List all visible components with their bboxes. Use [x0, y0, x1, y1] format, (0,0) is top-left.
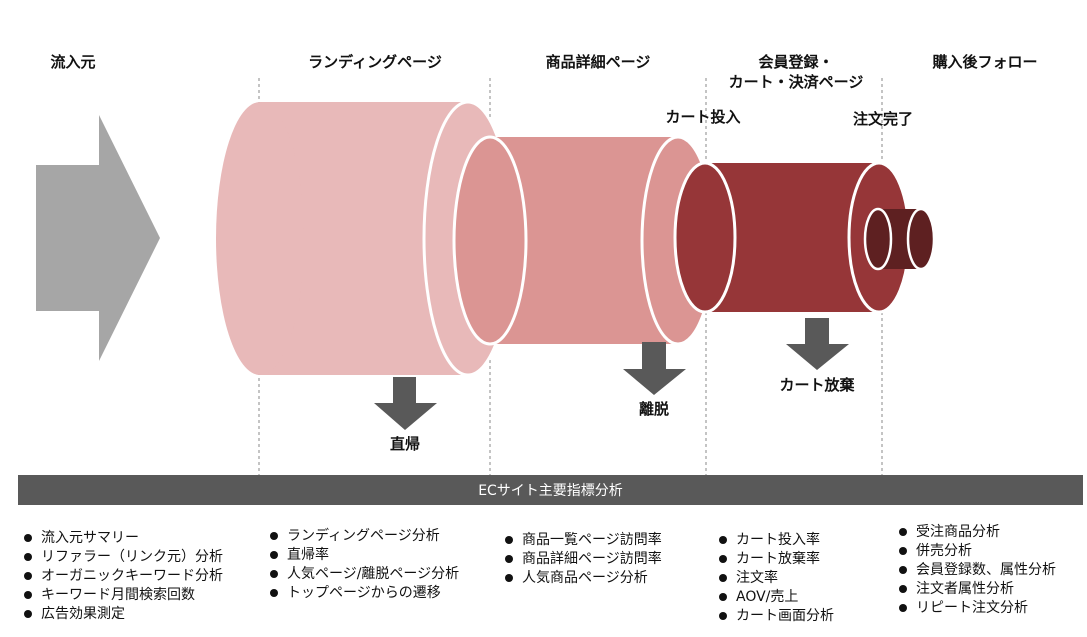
list-item: 会員登録数、属性分析 [897, 561, 1056, 580]
list-item: 流入元サマリー [22, 529, 223, 548]
list-item: 注文率 [717, 569, 834, 588]
list-item: 人気商品ページ分析 [503, 569, 662, 588]
inflow-arrow [36, 115, 160, 361]
list-item: トップページからの遷移 [268, 584, 459, 603]
header-product: 商品詳細ページ [545, 53, 651, 71]
list-item: 商品詳細ページ訪問率 [503, 550, 662, 569]
list-item: 併売分析 [897, 542, 1056, 561]
stage-cylinder-checkout [673, 161, 911, 314]
list-item: 直帰率 [268, 546, 459, 565]
header-checkout-line2: カート・決済ページ [728, 73, 864, 91]
analysis-title-bar: ECサイト主要指標分析 [18, 475, 1083, 505]
cart-abandon-arrow [786, 318, 849, 370]
list-item: カート放棄率 [717, 550, 834, 569]
label-exit: 離脱 [638, 400, 669, 418]
list-item: オーガニックキーワード分析 [22, 567, 223, 586]
list-item: ランディングページ分析 [268, 527, 459, 546]
list-item: 広告効果測定 [22, 605, 223, 624]
list-item: 受注商品分析 [897, 523, 1056, 542]
list-checkout: カート投入率 カート放棄率 注文率 AOV/売上 カート画面分析 [717, 531, 834, 626]
analysis-title: ECサイト主要指標分析 [478, 483, 623, 499]
header-checkout-line1: 会員登録・ [758, 53, 834, 71]
header-checkout: 会員登録・ カート・決済ページ [706, 52, 886, 92]
header-landing: ランディングページ [308, 53, 442, 71]
header-followup: 購入後フォロー [932, 53, 1038, 71]
exit-arrow [623, 342, 686, 395]
list-item: 人気ページ/離脱ページ分析 [268, 565, 459, 584]
list-item: リファラー（リンク元）分析 [22, 548, 223, 567]
list-item: キーワード月間検索回数 [22, 586, 223, 605]
bounce-arrow [374, 377, 437, 430]
list-item: カート投入率 [717, 531, 834, 550]
list-item: リピート注文分析 [897, 599, 1056, 618]
list-item: 注文者属性分析 [897, 580, 1056, 599]
stage-cylinder-order [863, 207, 936, 271]
list-source: 流入元サマリー リファラー（リンク元）分析 オーガニックキーワード分析 キーワー… [22, 529, 223, 624]
header-source: 流入元 [50, 53, 96, 71]
label-bounce: 直帰 [389, 435, 420, 453]
label-order-complete: 注文完了 [852, 110, 913, 128]
list-product: 商品一覧ページ訪問率 商品詳細ページ訪問率 人気商品ページ分析 [503, 531, 662, 588]
list-landing: ランディングページ分析 直帰率 人気ページ/離脱ページ分析 トップページからの遷… [268, 527, 459, 603]
list-item: カート画面分析 [717, 607, 834, 626]
list-item: 商品一覧ページ訪問率 [503, 531, 662, 550]
label-cart-add: カート投入 [665, 108, 741, 126]
list-followup: 受注商品分析 併売分析 会員登録数、属性分析 注文者属性分析 リピート注文分析 [897, 523, 1056, 618]
list-item: AOV/売上 [717, 588, 834, 607]
label-cart-abandon: カート放棄 [779, 376, 855, 394]
